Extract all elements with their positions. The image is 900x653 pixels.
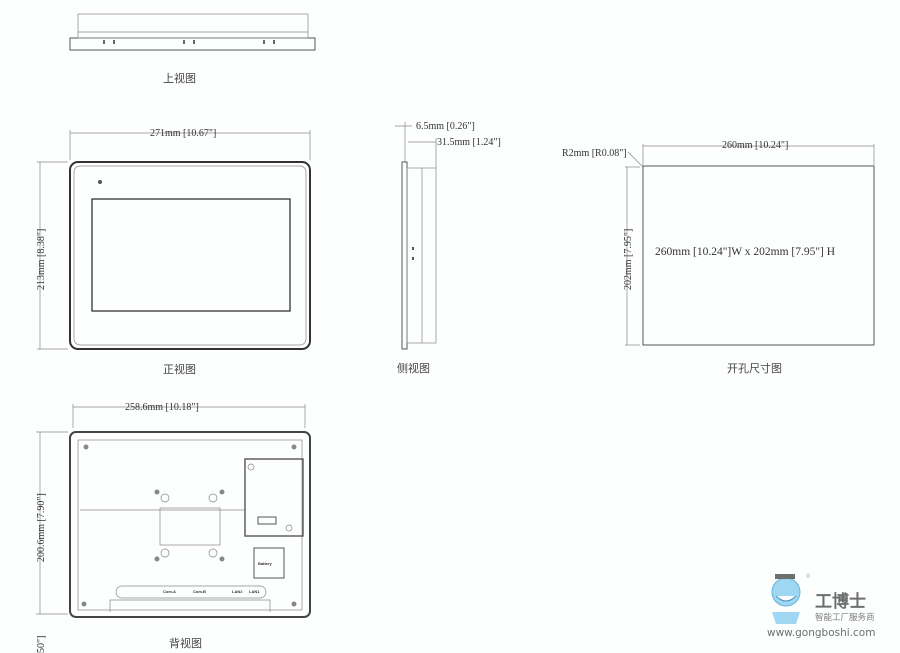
back-width-dim: 258.6mm [10.18"] [125, 402, 199, 413]
side-view: 6.5mm [0.26"] 31.5mm [1.24"] 侧视图 [395, 121, 501, 375]
caption-front-view: 正视图 [163, 362, 196, 376]
port-lan1: LAN1 [249, 589, 260, 594]
port-com-b: Com.B [193, 589, 206, 594]
front-height-dim: 213mm [8.38"] [36, 229, 47, 290]
caption-back-view: 背视图 [169, 636, 202, 650]
cutout-width-dim: 260mm [10.24"] [722, 140, 788, 151]
side-bezel-dim: 6.5mm [0.26"] [416, 121, 475, 132]
watermark-logo: ® 工博士 智能工厂服务商 www.gongboshi.com [767, 573, 875, 639]
port-com-a: Com.A [163, 589, 176, 594]
caption-cutout-view: 开孔尺寸图 [727, 361, 782, 375]
watermark-tagline: 智能工厂服务商 [815, 612, 875, 623]
cutout-summary: 260mm [10.24"]W x 202mm [7.95"] H [655, 246, 835, 258]
front-view: 271mm [10.67"] 213mm [8.38"] 正视图 [36, 128, 311, 376]
cutout-view: R2mm [R0.08"] 260mm [10.24"] 202mm [7.95… [562, 140, 875, 375]
watermark-url: www.gongboshi.com [767, 627, 875, 639]
cutout-radius-dim: R2mm [R0.08"] [562, 148, 627, 159]
front-width-dim: 271mm [10.67"] [150, 128, 216, 139]
registered-mark: ® [806, 573, 811, 580]
back-view: 258.6mm [10.18"] 200.6mm [7.90"] 50"] Ba… [36, 402, 311, 653]
top-view: 上视图 [69, 13, 316, 85]
partial-dim: 50"] [36, 636, 47, 653]
caption-side-view: 侧视图 [397, 361, 430, 375]
side-depth-dim: 31.5mm [1.24"] [437, 137, 501, 148]
back-height-dim: 200.6mm [7.90"] [36, 493, 47, 562]
watermark-brand: 工博士 [815, 591, 866, 612]
port-lan2: LAN2 [232, 589, 243, 594]
cutout-height-dim: 202mm [7.95"] [623, 229, 634, 290]
caption-top-view: 上视图 [163, 71, 196, 85]
battery-label: Battery [258, 561, 273, 566]
